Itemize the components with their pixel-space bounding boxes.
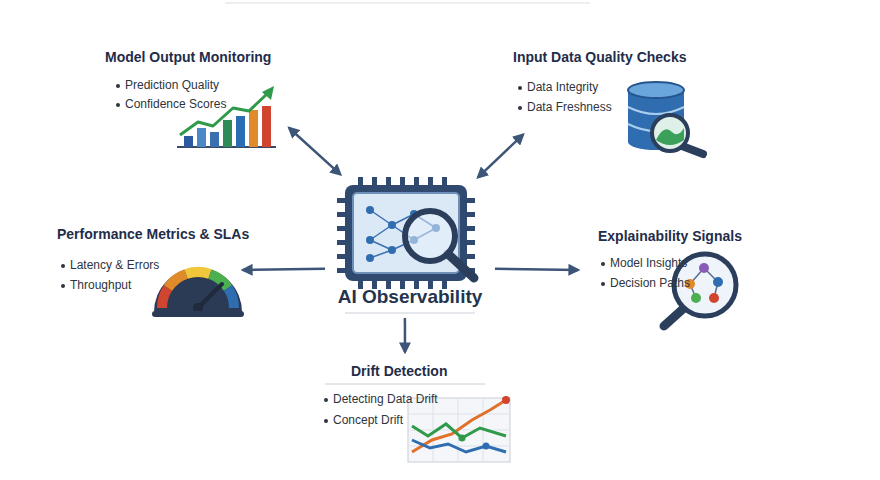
gauge-icon: [152, 268, 244, 317]
topic-node: Input Data Quality ChecksData IntegrityD…: [505, 45, 710, 157]
chip-icon: [337, 177, 475, 289]
topic-node: Performance Metrics & SLAsLatency & Erro…: [50, 222, 250, 322]
bullet-dot: [116, 84, 120, 88]
node-heading: Performance Metrics & SLAs: [57, 226, 287, 243]
bullet-dot: [518, 106, 522, 110]
topic-node: Drift DetectionDetecting Data DriftConce…: [318, 352, 513, 462]
bullet-dot: [601, 262, 605, 266]
hub-node: AI Observability: [325, 170, 495, 318]
node-heading: Explainability Signals: [598, 228, 828, 245]
topic-node: Explainability SignalsModel InsightsDeci…: [578, 224, 755, 334]
database-icon: [628, 82, 703, 154]
bullet-text: Data Freshness: [527, 100, 757, 114]
bullet-dot: [116, 103, 120, 107]
bullet-dot: [61, 264, 65, 268]
node-heading: Input Data Quality Checks: [513, 49, 743, 66]
bullet-text: Latency & Errors: [70, 258, 300, 272]
bullet-dot: [518, 86, 522, 90]
underline: [325, 384, 485, 385]
bullet-text: Detecting Data Drift: [333, 392, 563, 406]
bullet-text: Data Integrity: [527, 80, 757, 94]
connector-arrow: [478, 135, 523, 178]
bullet-text: Confidence Scores: [125, 97, 355, 111]
bullet-dot: [61, 284, 65, 288]
bullet-text: Decision Paths: [610, 276, 840, 290]
node-heading: Drift Detection: [351, 363, 581, 380]
bullet-text: Throughput: [70, 278, 300, 292]
connector-arrow: [243, 269, 325, 270]
bar-chart-icon: [177, 86, 276, 147]
topic-node: Model Output MonitoringPrediction Qualit…: [100, 45, 295, 150]
hub-title: AI Observability: [325, 286, 495, 309]
connector-arrow: [495, 269, 578, 270]
top-rule: [225, 3, 590, 4]
bullet-dot: [324, 398, 328, 402]
connector-arrow: [289, 128, 340, 174]
bullet-text: Concept Drift: [333, 413, 563, 427]
node-heading: Model Output Monitoring: [105, 49, 335, 66]
bullet-dot: [324, 419, 328, 423]
connector-arrow: [404, 318, 407, 352]
bullet-dot: [601, 282, 605, 286]
bullet-text: Model Insights: [610, 256, 840, 270]
underline: [345, 313, 475, 314]
bullet-text: Prediction Quality: [125, 78, 355, 92]
